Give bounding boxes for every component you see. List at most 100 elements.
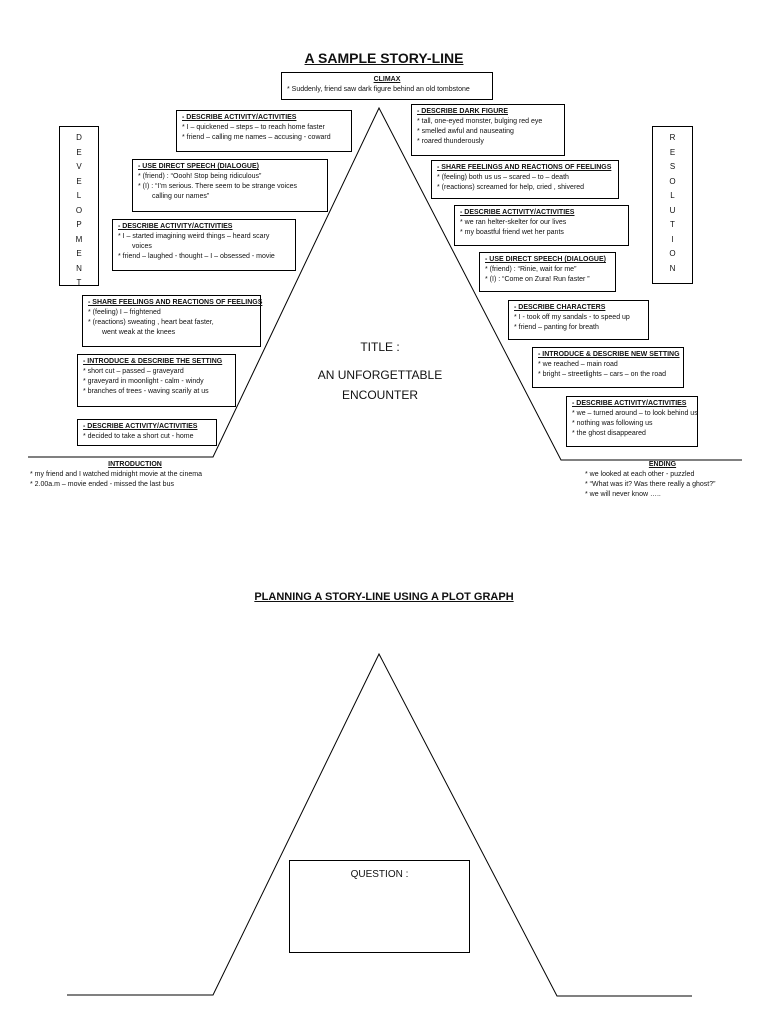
vertical-letter: E (76, 147, 82, 157)
box-line: * we ran helter-skelter for our lives (460, 219, 567, 226)
vertical-letter: O (669, 249, 676, 258)
left-box-direct-speech: - USE DIRECT SPEECH (DIALOGUE) * (friend… (132, 159, 328, 212)
ending-heading: ENDING (648, 461, 677, 468)
right-box-describe-activity-1: - DESCRIBE ACTIVITY/ACTIVITIES * we ran … (454, 205, 629, 246)
planning-plot-line (67, 652, 692, 997)
box-line: * branches of trees - waving scarily at … (83, 388, 209, 395)
box-line: * graveyard in moonlight - calm - windy (83, 378, 204, 385)
story-title: TITLE : AN UNFORGETTABLE ENCOUNTER (300, 337, 460, 405)
sample-plot-line (28, 106, 742, 461)
vertical-letter: E (669, 147, 676, 157)
left-box-describe-activity-2: - DESCRIBE ACTIVITY/ACTIVITIES * I – sta… (112, 219, 296, 271)
introduction-block: INTRODUCTION * my friend and I watched m… (30, 460, 270, 490)
question-label: QUESTION : (350, 869, 409, 880)
box-line: * we – turned around – to look behind us (572, 410, 698, 417)
box-heading: - DESCRIBE ACTIVITY/ACTIVITIES (182, 114, 297, 121)
vertical-letter: E (76, 249, 82, 258)
box-line: calling our names” (152, 193, 210, 200)
box-heading: - DESCRIBE ACTIVITY/ACTIVITIES (460, 209, 575, 216)
right-box-describe-characters: - DESCRIBE CHARACTERS * I - took off my … (508, 300, 649, 340)
box-line: * I – started imagining weird things – h… (118, 233, 270, 240)
introduction-line: * 2.00a.m – movie ended - missed the las… (30, 481, 174, 488)
introduction-heading: INTRODUCTION (108, 461, 162, 468)
main-title: A SAMPLE STORY-LINE (304, 50, 464, 66)
left-box-describe-activity-1: - DESCRIBE ACTIVITY/ACTIVITIES * I – qui… (176, 110, 352, 152)
vertical-letter: D (76, 133, 82, 142)
vertical-letter: I (671, 234, 674, 244)
box-heading: - DESCRIBE ACTIVITY/ACTIVITIES (118, 223, 233, 230)
box-heading: - INTRODUCE & DESCRIBE NEW SETTING (538, 351, 680, 358)
vertical-letter: P (76, 220, 82, 229)
box-line: voices (132, 243, 152, 250)
box-line: * tall, one-eyed monster, bulging red ey… (417, 118, 543, 125)
box-heading: - SHARE FEELINGS AND REACTIONS OF FEELIN… (88, 299, 263, 306)
ending-line: * we will never know ….. (585, 491, 661, 498)
box-heading: - INTRODUCE & DESCRIBE THE SETTING (83, 358, 223, 365)
box-line: * bright – streetlights – cars – on the … (538, 371, 667, 378)
box-line: * friend – calling me names – accusing -… (182, 134, 331, 141)
box-heading: - DESCRIBE DARK FIGURE (417, 108, 509, 115)
box-line: * (friend) : “Oooh! Stop being ridiculou… (138, 173, 262, 180)
box-line: * (reactions) sweating , heart beat fast… (88, 319, 214, 326)
right-box-new-setting: - INTRODUCE & DESCRIBE NEW SETTING * we … (532, 347, 684, 388)
box-heading: - DESCRIBE ACTIVITY/ACTIVITIES (83, 423, 198, 430)
box-heading: - DESCRIBE CHARACTERS (514, 304, 606, 311)
climax-box: CLIMAX * Suddenly, friend saw dark figur… (281, 72, 493, 100)
vertical-letter: T (76, 278, 82, 287)
box-line: went weak at the knees (102, 329, 176, 336)
box-line: * (I) : “Come on Zura! Run faster ” (485, 276, 590, 283)
box-heading: - DESCRIBE ACTIVITY/ACTIVITIES (572, 400, 687, 407)
vertical-letter: V (76, 162, 82, 171)
box-line: * roared thunderously (417, 138, 484, 145)
ending-block: ENDING * we looked at each other - puzzl… (585, 460, 755, 500)
box-line: * my boastful friend wet her pants (460, 229, 564, 236)
right-box-describe-activity-2: - DESCRIBE ACTIVITY/ACTIVITIES * we – tu… (566, 396, 698, 447)
vertical-letter: R (669, 133, 676, 142)
vertical-letter: L (76, 191, 82, 200)
title-line: AN UNFORGETTABLE (317, 368, 443, 382)
climax-line: * Suddenly, friend saw dark figure behin… (287, 86, 470, 93)
vertical-letter: M (75, 234, 83, 244)
box-line: * decided to take a short cut - home (83, 433, 194, 440)
vertical-letter: O (75, 205, 83, 215)
box-line: * (feeling) both us us – scared – to – d… (437, 174, 569, 181)
right-box-direct-speech: - USE DIRECT SPEECH (DIALOGUE) * (friend… (479, 252, 616, 292)
vertical-letter: E (76, 176, 82, 186)
box-line: * smelled awful and nauseating (417, 128, 514, 135)
title-label: TITLE : (360, 340, 400, 354)
climax-heading: CLIMAX (373, 76, 401, 83)
vertical-letter: U (669, 205, 676, 215)
box-heading: - USE DIRECT SPEECH (DIALOGUE) (138, 163, 259, 170)
vertical-letter: N (76, 263, 82, 273)
right-box-share-feelings: - SHARE FEELINGS AND REACTIONS OF FEELIN… (431, 160, 619, 199)
box-line: * nothing was following us (572, 420, 653, 427)
vertical-letter: O (669, 176, 676, 186)
left-box-describe-activity-3: - DESCRIBE ACTIVITY/ACTIVITIES * decided… (77, 419, 217, 446)
vertical-letter: L (670, 191, 675, 200)
box-line: * short cut – passed – graveyard (83, 368, 184, 375)
vertical-letter: S (669, 162, 676, 171)
box-line: * I - took off my sandals - to speed up (514, 314, 630, 321)
question-box: QUESTION : (289, 860, 470, 953)
box-line: * I – quickened – steps – to reach home … (182, 124, 325, 131)
box-line: * friend – laughed - thought – I – obses… (118, 253, 275, 260)
box-line: * the ghost disappeared (572, 430, 646, 437)
box-line: * (reactions) screamed for help, cried ,… (437, 184, 585, 191)
box-heading: - SHARE FEELINGS AND REACTIONS OF FEELIN… (437, 164, 612, 171)
box-heading: - USE DIRECT SPEECH (DIALOGUE) (485, 256, 606, 263)
ending-line: * we looked at each other - puzzled (585, 471, 695, 478)
vertical-letter: N (669, 263, 676, 273)
box-line: * we reached – main road (538, 361, 618, 368)
ending-line: * “What was it? Was there really a ghost… (585, 481, 716, 488)
left-box-introduce-setting: - INTRODUCE & DESCRIBE THE SETTING * sho… (77, 354, 236, 407)
planning-title: PLANNING A STORY-LINE USING A PLOT GRAPH (254, 591, 514, 603)
right-box-dark-figure: - DESCRIBE DARK FIGURE * tall, one-eyed … (411, 104, 565, 156)
box-line: * friend – panting for breath (514, 324, 599, 331)
box-line: * (friend) : “Rinie, wait for me” (485, 266, 577, 273)
title-line: ENCOUNTER (341, 388, 418, 402)
vertical-letter: T (670, 220, 675, 229)
left-box-share-feelings: - SHARE FEELINGS AND REACTIONS OF FEELIN… (82, 295, 263, 347)
